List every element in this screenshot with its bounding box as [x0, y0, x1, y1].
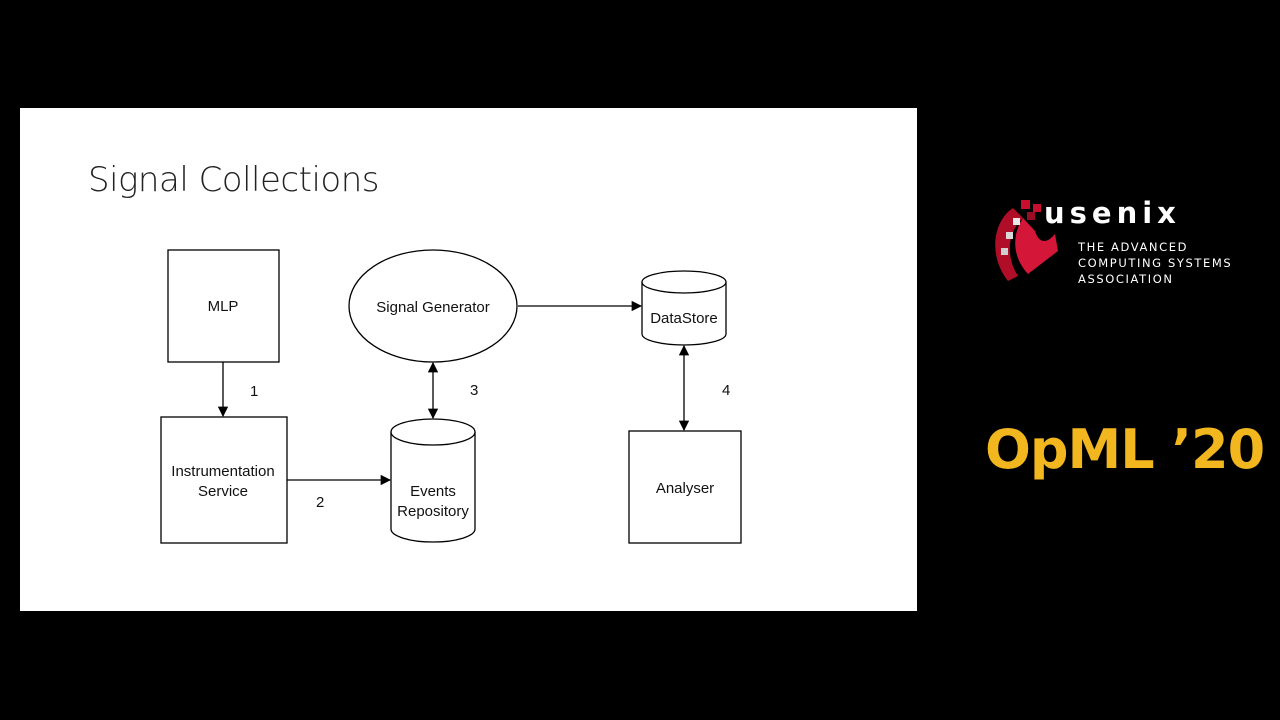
instrumentation-service-node: Instrumentation Service — [160, 416, 288, 544]
tagline-line-2: COMPUTING SYSTEMS — [1078, 256, 1233, 270]
edge-label-4: 4 — [722, 382, 730, 399]
usenix-tagline: THE ADVANCED COMPUTING SYSTEMS ASSOCIATI… — [1078, 239, 1268, 287]
slide-title: Signal Collections — [88, 160, 379, 200]
mlp-node: MLP — [167, 249, 280, 363]
edge-label-2: 2 — [316, 494, 324, 511]
service-label: Service — [198, 483, 248, 500]
conference-title: OpML ’20 — [985, 418, 1265, 481]
slide: Signal Collections MLP Instrumentation S… — [20, 108, 917, 611]
tagline-line-1: THE ADVANCED — [1078, 240, 1189, 254]
usenix-wordmark: usenix — [1044, 196, 1181, 230]
mlp-label: MLP — [208, 298, 239, 315]
datastore-label: DataStore — [650, 310, 718, 327]
signal-collection-diagram: MLP Instrumentation Service Signal Gener… — [160, 249, 742, 544]
events-repository-node: Events Repository — [390, 418, 476, 543]
tagline-line-3: ASSOCIATION — [1078, 272, 1174, 286]
edge-label-1: 1 — [250, 383, 258, 400]
analyser-label: Analyser — [656, 480, 714, 497]
sidebar: usenix THE ADVANCED COMPUTING SYSTEMS AS… — [917, 0, 1280, 720]
signal-generator-label: Signal Generator — [376, 299, 489, 316]
analyser-node: Analyser — [628, 430, 742, 544]
signal-generator-node: Signal Generator — [348, 249, 518, 363]
repository-label: Repository — [397, 503, 469, 520]
datastore-node: DataStore — [641, 270, 727, 346]
edge-label-3: 3 — [470, 382, 478, 399]
usenix-logo-icon — [995, 200, 1058, 281]
events-label: Events — [410, 483, 456, 500]
instrumentation-label: Instrumentation — [171, 463, 274, 480]
